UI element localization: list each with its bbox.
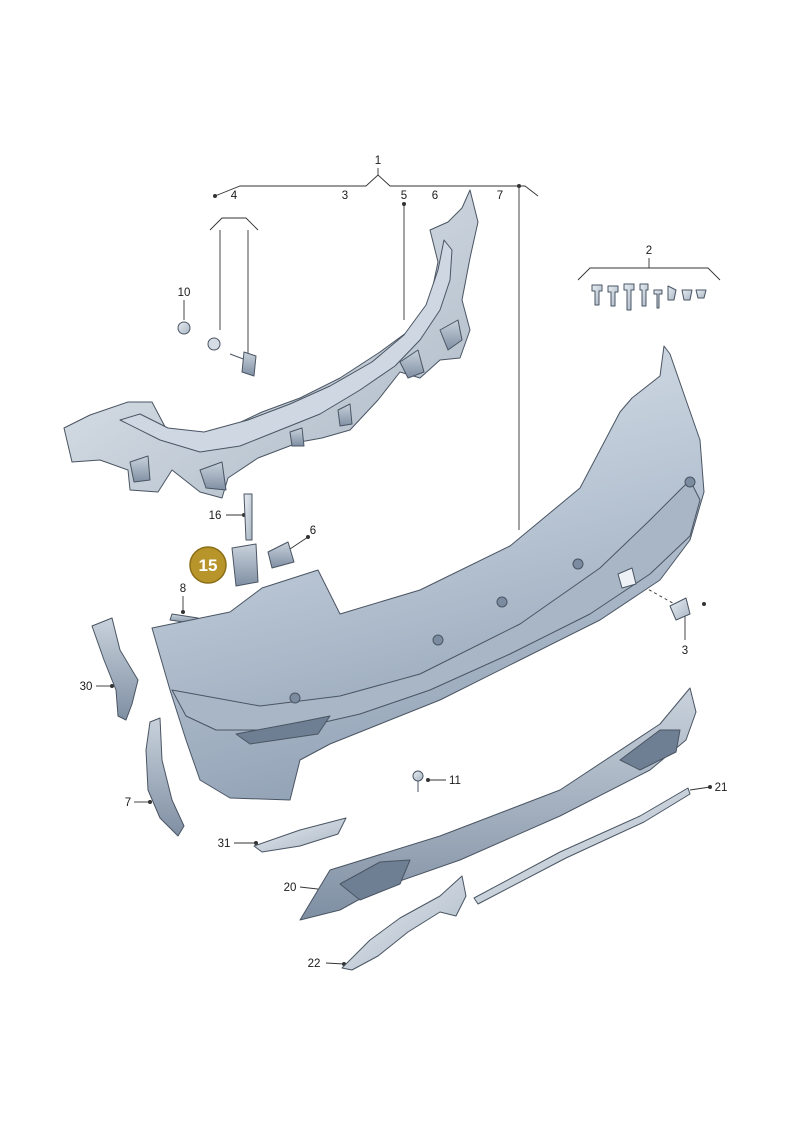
callout-30: 30 xyxy=(80,681,93,693)
side-guide-7 xyxy=(145,717,185,837)
callout-2: 2 xyxy=(646,245,652,257)
leader-lines xyxy=(96,168,721,965)
callout-5: 5 xyxy=(401,190,407,202)
diffuser-20 xyxy=(299,687,697,921)
callout-7-left: 7 xyxy=(125,797,131,809)
callout-22: 22 xyxy=(308,958,321,970)
callout-labels: 1 2 3 3 4 5 6 6 7 7 8 10 11 16 20 21 22 … xyxy=(80,155,728,970)
pin-16 xyxy=(243,493,253,541)
callout-3-right: 3 xyxy=(682,645,688,657)
callout-10: 10 xyxy=(178,287,191,299)
callout-21: 21 xyxy=(715,782,728,794)
trim-31 xyxy=(253,817,347,853)
callout-16: 16 xyxy=(209,510,222,522)
tow-cap-3 xyxy=(669,597,691,621)
callout-20: 20 xyxy=(284,882,297,894)
highlight-badge-circle xyxy=(189,546,227,584)
callout-6-top: 6 xyxy=(432,190,438,202)
callout-8: 8 xyxy=(180,583,186,595)
bumper-cover xyxy=(151,345,705,801)
callout-11: 11 xyxy=(449,775,461,787)
highlight-badge-15[interactable]: 15 xyxy=(189,546,227,584)
callout-6-small: 6 xyxy=(310,525,316,537)
bracket-6 xyxy=(267,541,295,569)
fastener-set-2 xyxy=(591,283,707,311)
guide-15 xyxy=(231,543,259,587)
callout-4: 4 xyxy=(231,190,238,202)
callout-7-top: 7 xyxy=(497,190,503,202)
highlight-badge-label: 15 xyxy=(199,556,218,575)
callout-31: 31 xyxy=(218,838,231,850)
leader-dots xyxy=(110,184,712,966)
callout-1: 1 xyxy=(375,155,381,167)
screw-11 xyxy=(412,770,424,792)
lower-trim-22 xyxy=(341,875,467,971)
bolt-group-4-10 xyxy=(177,321,257,377)
callout-3-top: 3 xyxy=(342,190,348,202)
trim-strip-21 xyxy=(473,787,691,905)
side-bracket-30 xyxy=(91,617,139,721)
bumper-carrier xyxy=(63,189,479,499)
